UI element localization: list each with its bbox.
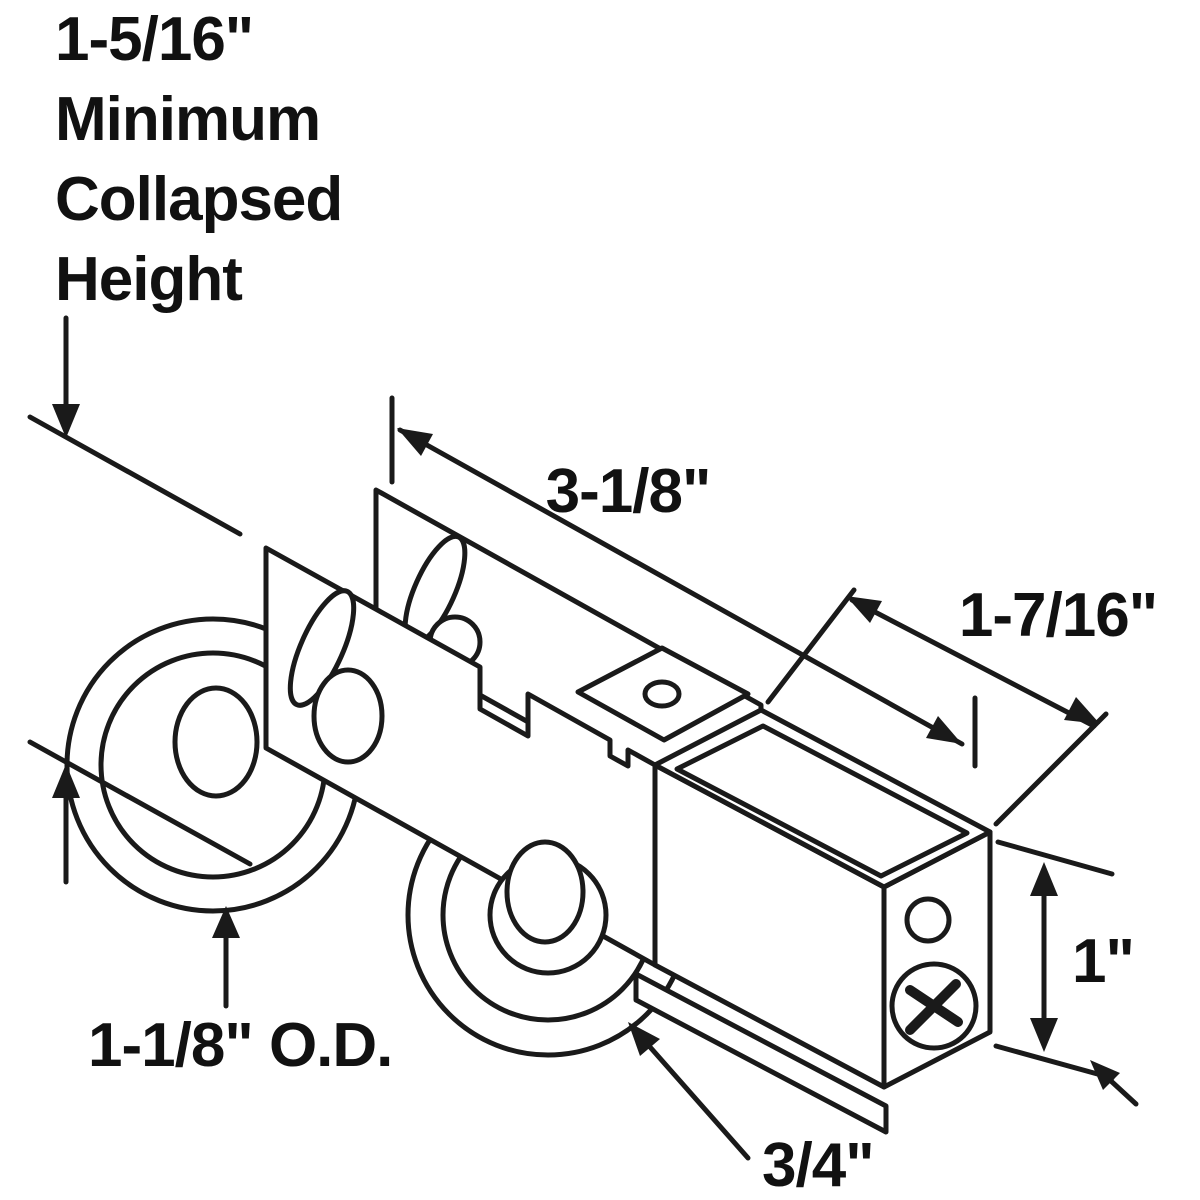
arrowhead: [926, 716, 962, 744]
arrowhead: [1030, 1018, 1058, 1052]
arrowhead: [212, 906, 240, 938]
housing-hole: [904, 896, 952, 944]
dimension-bottom-tab: 3/4": [628, 1022, 875, 1200]
front-adjustment-slot: [287, 588, 357, 708]
collapsed-height-label-line1: 1-5/16": [55, 5, 253, 74]
roller-od-label: 1-1/8" O.D.: [88, 1011, 392, 1080]
frame-length-label: 3-1/8": [546, 457, 711, 526]
housing-inner-wall: [674, 723, 970, 879]
extension-line: [993, 1043, 1115, 1081]
arrowhead: [1030, 862, 1058, 896]
housing: [633, 707, 993, 1135]
phillips-cross: [905, 979, 963, 1035]
dimension-roller-od: 1-1/8" O.D.: [88, 906, 393, 1080]
front-slot-hole: [311, 667, 385, 765]
bottom-extension-line: [27, 739, 253, 867]
tab-screw-hole: [642, 679, 682, 709]
extension-line: [995, 839, 1115, 877]
arrowhead: [628, 1022, 660, 1056]
extension-line: [765, 587, 857, 705]
housing-top-opening: [652, 707, 993, 890]
dimension-housing-width: 1-7/16": [765, 581, 1158, 827]
down-arrowhead: [52, 404, 80, 438]
dimension-collapsed-height: 1-5/16" Minimum Collapsed Height: [27, 5, 343, 885]
adjustment-screw: [889, 961, 979, 1051]
collapsed-height-label-line2: Minimum: [55, 85, 320, 154]
front-axle-hub: [172, 685, 260, 799]
up-arrowhead: [52, 764, 80, 798]
front-bracket-plate: [263, 545, 658, 976]
dimension-housing-height: 1": [993, 839, 1139, 1107]
housing-height-label: 1": [1072, 927, 1134, 996]
corner-arrowhead: [1090, 1060, 1120, 1090]
bottom-tab-label: 3/4": [762, 1131, 874, 1200]
arrowhead: [846, 596, 882, 623]
arrowhead: [1064, 697, 1100, 724]
collapsed-height-label-line4: Height: [55, 245, 242, 314]
dimension-frame-length: 3-1/8": [389, 395, 978, 769]
arrowhead: [397, 428, 433, 456]
housing-bottom-tab: [633, 971, 889, 1135]
rear-axle-hub: [504, 839, 586, 945]
collapsed-height-label-line3: Collapsed: [55, 165, 342, 234]
top-extension-line: [27, 414, 243, 537]
extension-line: [993, 711, 1109, 827]
top-mounting-tab: [575, 645, 751, 743]
housing-width-label: 1-7/16": [959, 581, 1157, 650]
